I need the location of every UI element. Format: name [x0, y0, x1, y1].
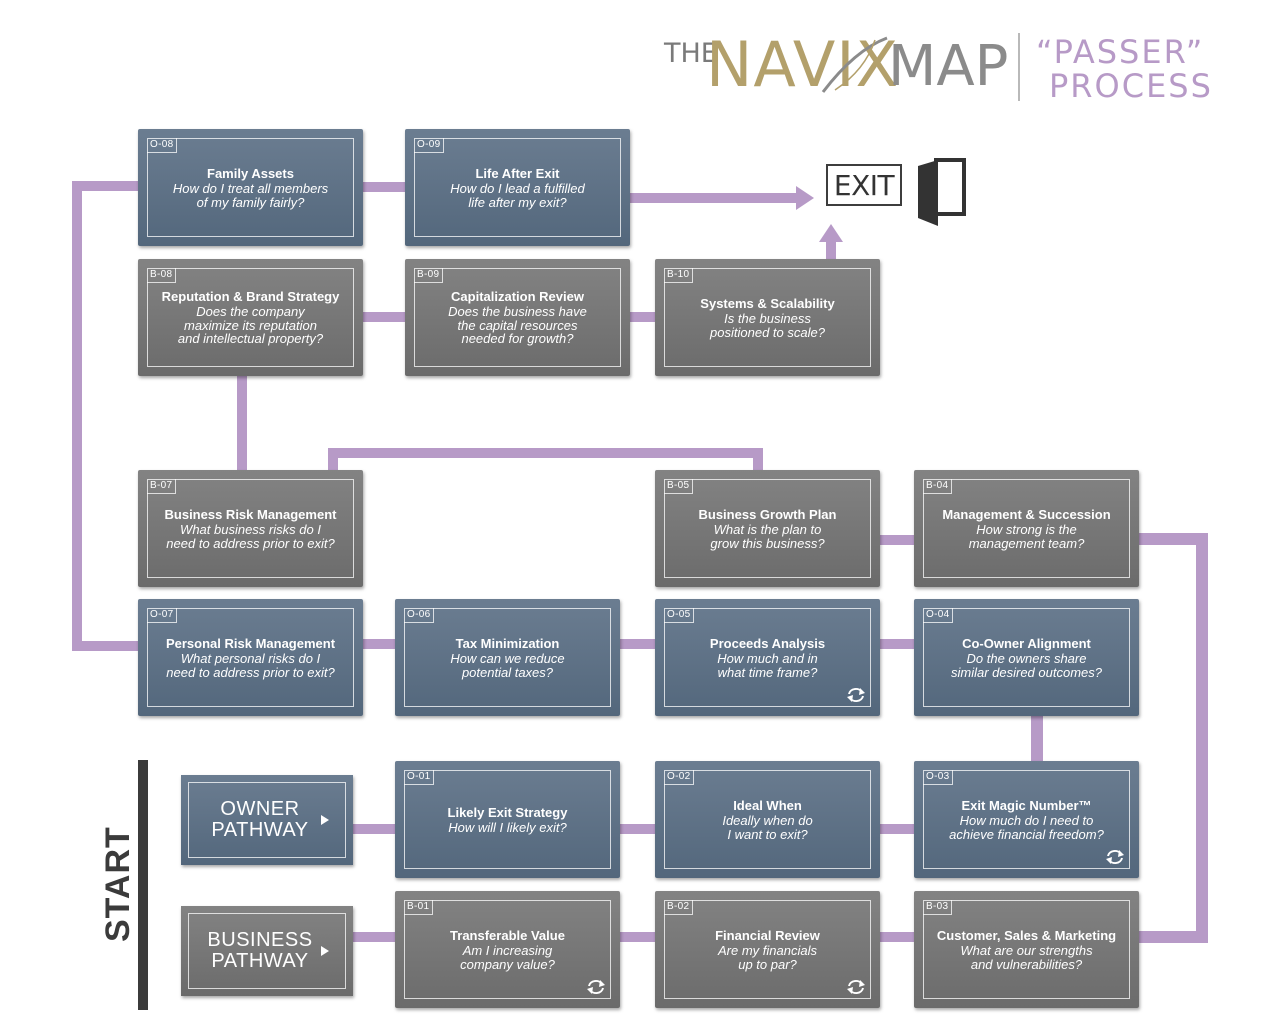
pathway-arrow-icon — [321, 815, 329, 825]
step-title: Likely Exit Strategy — [447, 804, 568, 820]
step-question: What is the plan to grow this business? — [710, 522, 825, 551]
step-title: Life After Exit — [475, 166, 560, 181]
step-code: B-03 — [923, 900, 953, 915]
step-question: How much and in what time frame? — [717, 651, 818, 680]
step-code: O-04 — [923, 608, 954, 623]
step-question: Does the company maximize its reputation… — [177, 304, 324, 347]
step-question: How do I treat all members of my family … — [172, 181, 329, 210]
exit-door-icon — [918, 158, 966, 226]
step-question: Ideally when do I want to exit? — [722, 813, 813, 842]
step-title: Reputation & Brand Strategy — [161, 289, 340, 305]
step-title: Exit Magic Number™ — [961, 798, 1092, 813]
owner-pathway-button[interactable]: OWNER PATHWAY — [181, 775, 353, 865]
exit-label: EXIT — [833, 168, 895, 202]
step-code: B-09 — [414, 268, 444, 283]
step-code: O-06 — [404, 608, 435, 623]
arrow-up-to-exit-icon — [819, 224, 843, 242]
step-title: Personal Risk Management — [165, 636, 336, 651]
step-code: O-05 — [664, 608, 695, 623]
step-title: Proceeds Analysis — [709, 636, 826, 651]
step-title: Business Risk Management — [164, 507, 337, 522]
step-title: Capitalization Review — [451, 289, 584, 305]
step-title: Ideal When — [733, 798, 802, 813]
step-code: B-04 — [923, 479, 953, 494]
navix-swoosh-icon — [821, 36, 888, 93]
business-pathway-line2: PATHWAY — [211, 950, 309, 972]
step-question: Is the business positioned to scale? — [710, 311, 825, 340]
business-pathway-line1: BUSINESS — [207, 929, 313, 951]
step-code: O-03 — [923, 770, 954, 785]
pathway-arrow-icon — [321, 946, 329, 956]
step-question: How strong is the management team? — [968, 522, 1085, 551]
step-title: Business Growth Plan — [698, 507, 837, 522]
step-code: B-02 — [664, 900, 694, 915]
step-question: What business risks do I need to address… — [166, 522, 335, 551]
step-question: Are my financials up to par? — [718, 943, 817, 972]
step-code: O-01 — [404, 770, 435, 785]
step-code: O-07 — [147, 608, 178, 623]
logo-passer: “PASSER” — [1036, 33, 1205, 71]
step-title: Customer, Sales & Marketing — [936, 928, 1117, 943]
step-question: How do I lead a fulfilled life after my … — [450, 181, 585, 210]
logo-the: THE — [664, 38, 718, 69]
exit-sign — [826, 164, 902, 206]
step-title: Co-Owner Alignment — [962, 636, 1091, 651]
logo-process: PROCESS — [1049, 67, 1213, 105]
step-code: O-02 — [664, 770, 695, 785]
step-code: B-01 — [404, 900, 434, 915]
cycle-icon — [1106, 850, 1124, 864]
logo-divider — [1018, 33, 1020, 101]
cycle-icon — [847, 980, 865, 994]
arrow-to-exit-icon — [796, 186, 814, 210]
logo-navix: NAVIX — [706, 28, 899, 101]
step-code: B-10 — [664, 268, 694, 283]
step-question: How can we reduce potential taxes? — [450, 651, 565, 680]
step-code: O-09 — [414, 138, 445, 153]
cycle-icon — [847, 688, 865, 702]
step-title: Transferable Value — [450, 928, 565, 943]
step-title: Family Assets — [207, 166, 294, 181]
step-question: Do the owners share similar desired outc… — [950, 651, 1102, 680]
step-code: B-08 — [147, 268, 177, 283]
cycle-icon — [587, 980, 605, 994]
step-title: Financial Review — [715, 928, 820, 943]
business-pathway-button[interactable]: BUSINESS PATHWAY — [181, 906, 353, 996]
owner-pathway-line1: OWNER — [220, 798, 300, 820]
owner-pathway-line2: PATHWAY — [211, 819, 309, 841]
step-title: Tax Minimization — [455, 636, 560, 651]
step-question: How will I likely exit? — [448, 819, 567, 835]
step-question: How much do I need to achieve financial … — [949, 813, 1104, 842]
logo-map: MAP — [888, 34, 1009, 99]
step-question: What are our strengths and vulnerabiliti… — [960, 943, 1093, 972]
step-code: B-05 — [664, 479, 694, 494]
step-title: Systems & Scalability — [700, 296, 835, 311]
start-label-svg: START — [99, 826, 136, 942]
start-label: START — [99, 826, 136, 942]
step-question: What personal risks do I need to address… — [166, 651, 335, 680]
step-title: Management & Succession — [942, 507, 1111, 522]
step-code: O-08 — [147, 138, 178, 153]
start-bar — [138, 760, 148, 1010]
step-question: Does the business have the capital resou… — [448, 304, 587, 347]
step-code: B-07 — [147, 479, 177, 494]
step-question: Am I increasing company value? — [460, 943, 555, 972]
